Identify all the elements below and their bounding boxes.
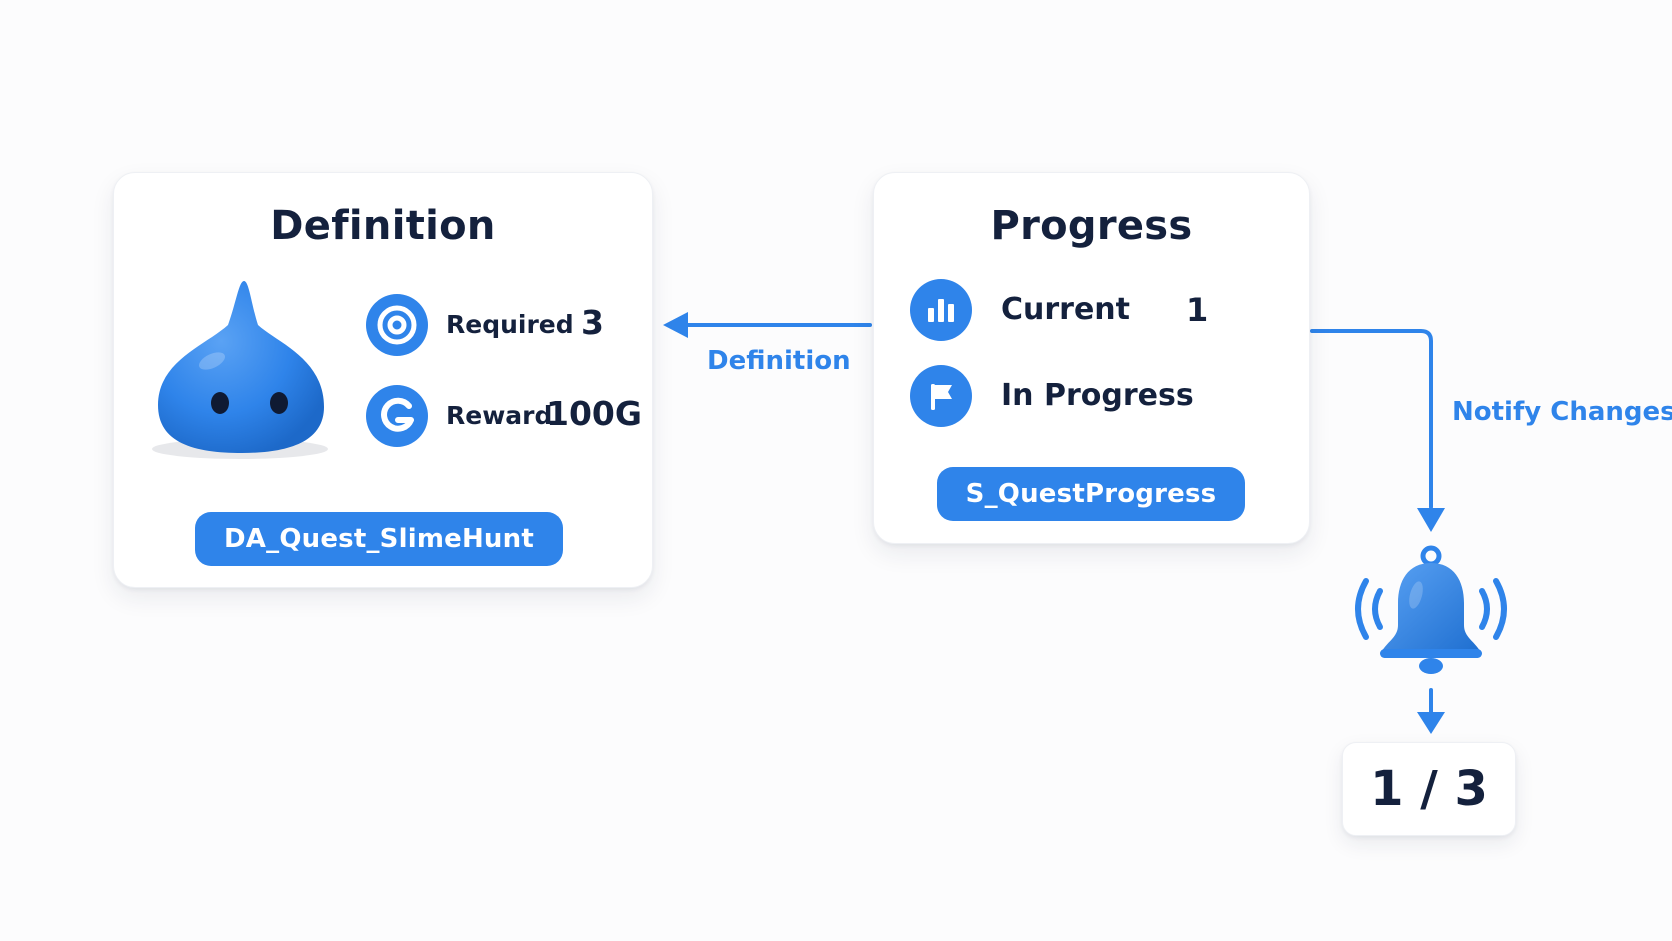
definition-connector-label: Definition xyxy=(707,346,851,376)
reward-label: Reward xyxy=(446,401,553,430)
status-label: In Progress xyxy=(1001,378,1194,413)
data-asset-name-badge: DA_Quest_SlimeHunt xyxy=(195,512,563,566)
progress-counter: 1 / 3 xyxy=(1342,742,1516,836)
definition-card-title: Definition xyxy=(270,203,496,249)
reward-value: 100G xyxy=(546,394,642,433)
definition-arrow xyxy=(663,312,872,338)
required-label: Required xyxy=(446,310,574,339)
blue-slime-mascot xyxy=(152,281,328,459)
required-value: 3 xyxy=(581,303,604,342)
notify-arrow xyxy=(1310,329,1445,532)
bar-chart-icon xyxy=(910,279,972,341)
result-arrow xyxy=(1417,688,1445,734)
current-value: 1 xyxy=(1186,291,1209,329)
target-icon xyxy=(366,294,428,356)
gold-g-icon xyxy=(366,385,428,447)
struct-name-badge: S_QuestProgress xyxy=(937,467,1245,521)
flag-icon xyxy=(910,365,972,427)
progress-card-title: Progress xyxy=(990,203,1193,249)
notify-changes-label: Notify Changes xyxy=(1452,397,1672,427)
definition-card: Definition Required 3 Reward 100G DA_Que… xyxy=(113,172,653,588)
ringing-bell-icon xyxy=(1355,545,1507,674)
progress-card: Progress Current 1 In Progress S_QuestPr… xyxy=(873,172,1310,544)
current-label: Current xyxy=(1001,292,1131,327)
